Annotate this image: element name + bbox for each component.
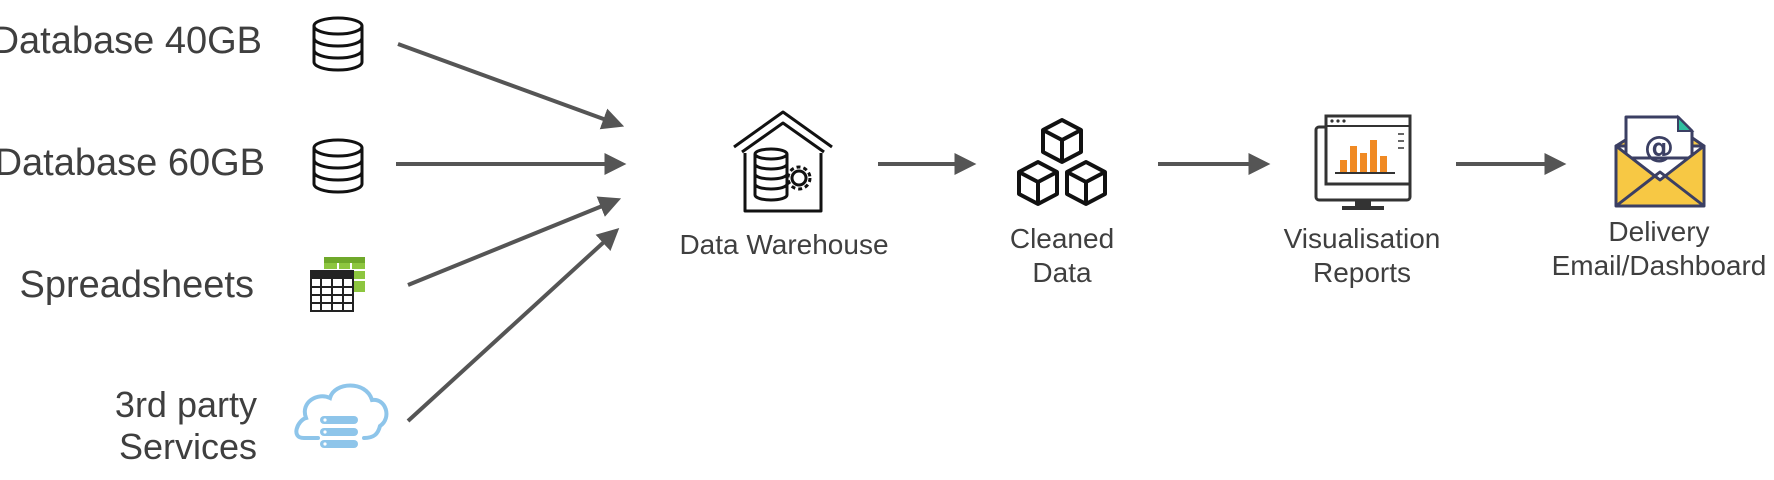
svg-text:@: @ xyxy=(1644,130,1674,165)
label-line: Email/Dashboard xyxy=(1551,250,1767,281)
label-line: 3rd party xyxy=(114,384,257,425)
database-icon xyxy=(312,16,364,72)
stage-label-data-warehouse: Data Warehouse xyxy=(664,228,904,262)
monitor-chart-icon xyxy=(1314,114,1412,210)
cloud-server-icon xyxy=(294,383,389,448)
arrow-db40-to-warehouse xyxy=(397,42,625,130)
label-line: Visualisation xyxy=(1283,223,1441,254)
database-icon xyxy=(312,138,364,194)
source-label-third-party-services: 3rd party Services xyxy=(115,384,257,468)
warehouse-icon xyxy=(733,110,833,213)
stage-label-delivery: Delivery Email/Dashboard xyxy=(1548,215,1770,283)
stage-label-visualisation-reports: Visualisation Reports xyxy=(1262,222,1462,290)
source-label-spreadsheets: Spreadsheets xyxy=(19,264,255,306)
label-line: Delivery xyxy=(1608,216,1710,247)
cubes-icon xyxy=(1017,118,1107,206)
arrow-services-to-warehouse xyxy=(406,228,620,423)
source-label-database-40gb: Database 40GB xyxy=(0,20,262,62)
email-envelope-icon: @ xyxy=(1614,114,1706,208)
label-line: Data Warehouse xyxy=(679,229,889,260)
label-line: Reports xyxy=(1312,257,1412,288)
label-line: Data xyxy=(1032,257,1092,288)
label-line: Cleaned xyxy=(1009,223,1115,254)
stage-label-cleaned-data: Cleaned Data xyxy=(962,222,1162,290)
arrow-spreadsheets-to-warehouse xyxy=(407,196,622,287)
arrows xyxy=(396,42,1567,423)
source-label-database-60gb: Database 60GB xyxy=(0,142,265,184)
spreadsheet-icon xyxy=(310,257,365,312)
label-line: Services xyxy=(118,426,257,467)
